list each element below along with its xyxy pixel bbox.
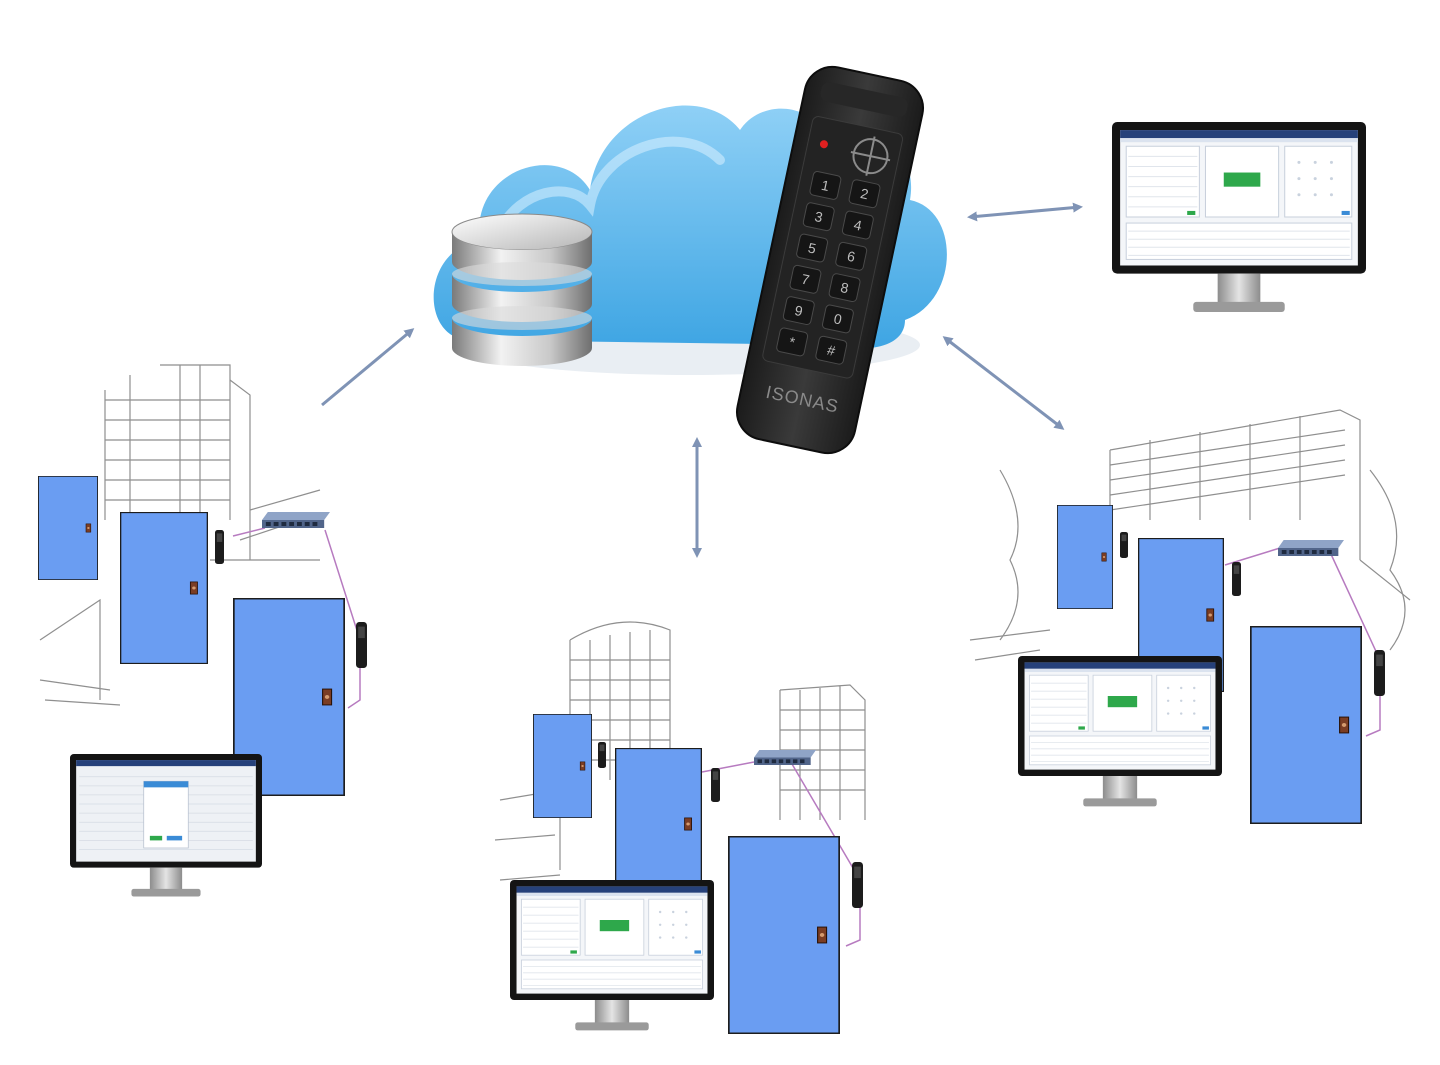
monitor-icon (510, 880, 714, 1031)
card-reader-icon (598, 742, 606, 768)
card-reader-icon (852, 862, 863, 908)
door-icon (1250, 626, 1362, 824)
door-icon (533, 714, 592, 818)
monitor-icon (70, 754, 262, 897)
arrow-cloud-right-site (942, 336, 1065, 430)
keypad-key-label: 7 (800, 271, 811, 288)
door-icon (615, 748, 702, 900)
keypad-key (815, 335, 848, 365)
card-reader-icon (711, 768, 720, 802)
keypad-key-label: 0 (832, 310, 843, 327)
keypad-key-label: # (826, 342, 837, 359)
keypad-key (796, 233, 829, 263)
keypad-key-label: 8 (839, 279, 850, 296)
keypad-key (802, 202, 835, 232)
keypad-key-label: 2 (859, 185, 870, 202)
arrow-cloud-monitor (967, 202, 1083, 222)
site-center (510, 714, 863, 1034)
site-right (1018, 505, 1385, 824)
keypad: 1 2 3 4 5 6 7 8 9 0 * # (776, 171, 881, 365)
keypad-key (848, 179, 881, 209)
network-switch-icon (754, 750, 816, 765)
keypad-key (841, 210, 874, 240)
arrow-left-site-to-cloud (321, 328, 415, 407)
keypad-key-label: 1 (820, 177, 831, 194)
keypad-key (835, 241, 868, 271)
card-reader-icon (1232, 562, 1241, 596)
database-icon (451, 213, 593, 366)
door-icon (728, 836, 840, 1034)
door-icon (38, 476, 98, 580)
keypad-key-label: 9 (793, 302, 804, 319)
card-reader-icon (1120, 532, 1128, 558)
status-led (819, 140, 828, 149)
keypad-key-label: 5 (807, 239, 818, 256)
keypad-key-label: 4 (852, 216, 863, 233)
card-reader-icon (215, 530, 224, 564)
network-switch-icon (1278, 540, 1344, 556)
double-arrow-icon (321, 202, 1083, 558)
keypad-key (776, 327, 809, 357)
keypad-key-label: 6 (846, 248, 857, 265)
keypad-key (821, 304, 854, 334)
keypad-key-label: 3 (813, 208, 824, 225)
door-icon (120, 512, 208, 664)
door-icon (1057, 505, 1113, 609)
monitor-icon (1018, 656, 1222, 807)
keypad-key (782, 296, 815, 326)
card-reader-icon (1374, 650, 1385, 696)
keypad-key-label: * (788, 334, 797, 351)
card-reader-icon (356, 622, 367, 668)
keypad-key (789, 264, 822, 294)
keypad-key (828, 273, 861, 303)
monitor-icon (1112, 122, 1366, 313)
site-left (38, 476, 367, 897)
keypad-key (809, 171, 842, 200)
network-switch-icon (262, 512, 330, 528)
